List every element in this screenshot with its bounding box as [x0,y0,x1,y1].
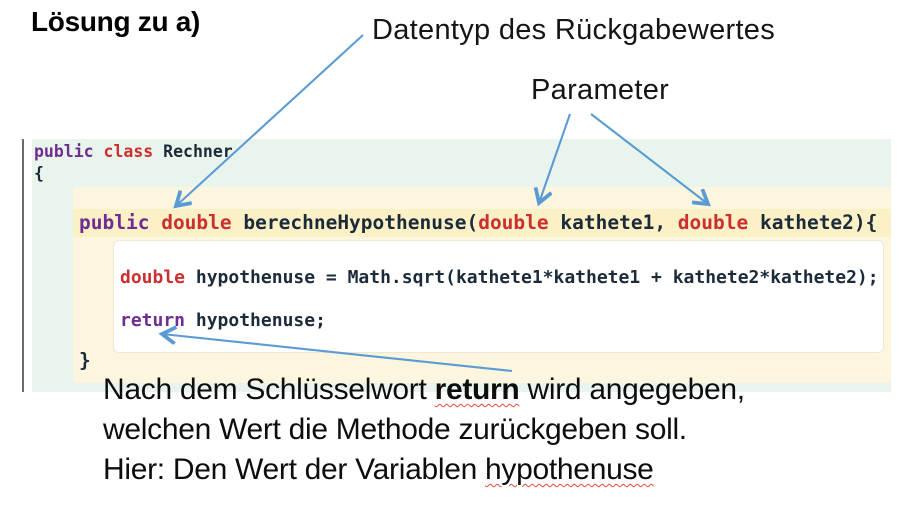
explanation-paragraph: Nach dem Schlüsselwort return wird angeg… [103,370,745,490]
code-token: berechneHypothenuse( [231,211,479,234]
code-token: kathete2){ [748,211,878,234]
code-token: } [79,349,91,372]
code-token: hypothenuse; [185,310,326,331]
code-token: class [103,142,154,161]
explanation-line-3: Hier: Den Wert der Variablen hypothenuse [103,450,745,490]
editor-gutter-line [22,139,24,392]
code-token: return [120,310,186,331]
code-token: public [79,211,150,234]
code-token: double [120,267,186,288]
code-line-method-signature: public double berechneHypothenuse(double… [79,211,877,234]
slide-title: Lösung zu a) [31,6,201,37]
explanation-line1-pre: Nach dem Schlüsselwort [103,373,435,406]
method-signature-highlight [73,209,891,237]
explanation-line3-pre: Hier: Den Wert der Variablen [103,453,486,486]
code-token: double [161,211,232,234]
code-token: double [677,211,749,234]
code-token: public [34,142,94,161]
explanation-line1-post: wird angegeben, [519,373,745,406]
code-token: { [34,164,44,183]
explanation-line-1: Nach dem Schlüsselwort return wird angeg… [103,370,745,410]
method-body-background [113,240,884,353]
code-token: hypothenuse = Math.sqrt(kathete1*kathete… [185,267,879,288]
code-token [94,142,104,161]
return-keyword-emphasis: return [434,373,520,406]
explanation-line-2: welchen Wert die Methode zurückgeben sol… [103,413,687,446]
code-line-open-brace: { [34,164,44,183]
code-token: double [478,211,549,234]
code-line-return-statement: return hypothenuse; [120,310,326,331]
code-line-close-brace: } [79,349,91,372]
code-line-class-declaration: public class Rechner [34,142,233,161]
code-token [149,211,161,234]
hypothenuse-term: hypothenuse [485,453,654,486]
parameter-label: Parameter [531,74,670,106]
return-type-label: Datentyp des Rückgabewertes [372,14,776,46]
code-token: Rechner [153,142,233,161]
code-token: kathete1, [548,211,678,234]
code-line-sqrt-statement: double hypothenuse = Math.sqrt(kathete1*… [120,267,879,288]
